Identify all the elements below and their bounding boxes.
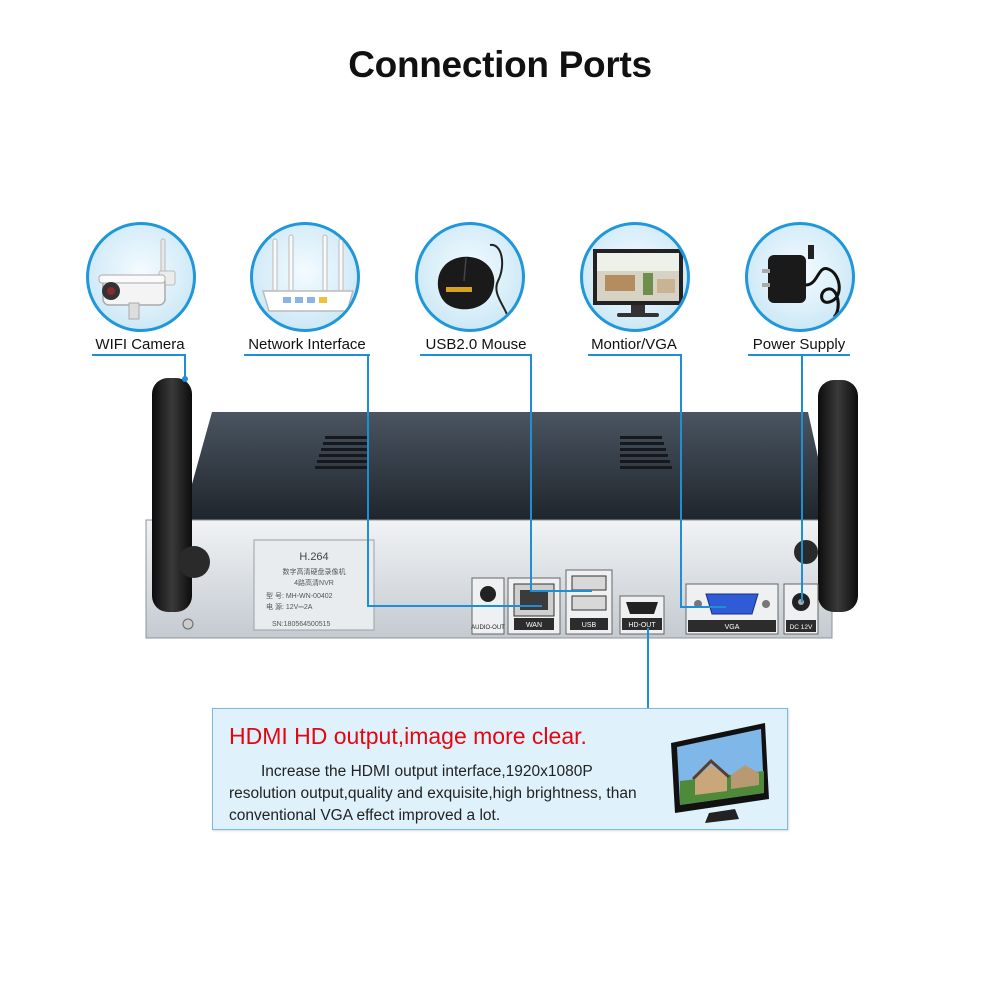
wire-vga-vertical [680,355,682,608]
wire-usb-horizontal [530,590,592,592]
monitor-circle [580,222,690,332]
wire-vga-horizontal [680,606,726,608]
port-label-network-interface: Network Interface [248,336,366,353]
wan-label: WAN [526,622,542,629]
wifi-camera-circle [86,222,196,332]
underline-network-interface [244,354,370,356]
device-vent-right [620,436,672,469]
monitor-icon [593,249,683,317]
sticker-power: 电 源: 12V⎓2A [266,602,313,611]
hdmi-info-text: Increase the HDMI output interface,1920x… [229,763,637,824]
port-label-monitor-vga: Montior/VGA [591,336,677,353]
antenna-left-base [178,546,210,578]
page-title: Connection Ports [348,44,652,85]
audio-out-port [480,586,496,602]
sticker-serial: SN:180564500515 [272,621,330,628]
port-label-power-supply: Power Supply [752,336,846,353]
router-circle [250,222,360,332]
power-adapter-circle [745,222,855,332]
usb-label: USB [582,622,597,629]
wire-dot-wifi-camera [182,376,188,382]
dc-label: DC 12V [790,624,813,631]
underline-power-supply [748,354,850,356]
hdmi-info-heading: HDMI HD output,image more clear. [229,723,587,749]
device-vent-left [315,436,367,469]
underline-usb-mouse [420,354,532,356]
ground-screw-icon [182,618,194,630]
mouse-circle [415,222,525,332]
underline-wifi-camera [92,354,186,356]
wifi-camera-icon [98,238,176,320]
antenna-right-base [794,540,818,564]
vga-port [705,593,759,615]
hdmi-info-box: HDMI HD output,image more clear. Increas… [212,708,788,830]
router-icon [261,234,355,312]
wire-network-vertical [367,355,369,607]
port-label-usb-mouse: USB2.0 Mouse [425,336,527,353]
wire-power [801,355,803,602]
wire-hdmi [647,628,649,708]
sticker-line2: 4路高清NVR [294,578,334,587]
antenna-left [152,378,192,612]
wire-usb-vertical [530,355,532,592]
device-top-cover [182,412,832,520]
audio-out-label: AUDIO-OUT [471,625,505,631]
underline-monitor-vga [588,354,682,356]
device-sticker [253,539,375,631]
hdtv-icon [671,723,769,823]
mouse-icon [437,243,509,318]
hdmi-port [626,602,658,614]
usb-port-1 [571,575,607,591]
sticker-codec: H.264 [299,551,328,563]
antenna-right [818,380,858,612]
power-adapter-icon [762,245,841,319]
sticker-model: 型 号: MH-WN-00402 [266,591,333,600]
usb-port-2 [571,595,607,611]
port-label-wifi-camera: WIFI Camera [95,336,185,353]
wire-wifi-camera [184,355,186,380]
hdmi-info-body: Increase the HDMI output interface,1920x… [229,761,649,827]
nvr-device: H.264 数字高清硬盘录像机 4路高清NVR 型 号: MH-WN-00402… [145,378,858,639]
wire-network-horizontal [367,605,542,607]
hdmi-label: HD-OUT [628,622,656,629]
vga-label: VGA [725,624,740,631]
sticker-line1: 数字高清硬盘录像机 [283,567,346,576]
